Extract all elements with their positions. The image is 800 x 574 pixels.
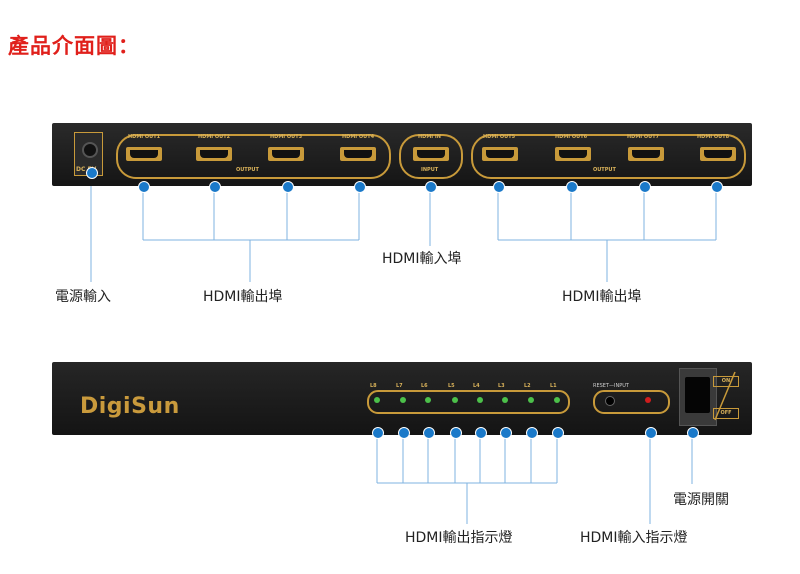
led-l7 (400, 397, 406, 403)
led-label-l7: L7 (396, 383, 403, 389)
callout-dot-l4 (475, 427, 487, 439)
led-strip (367, 390, 570, 414)
port-label-out4: HDMI OUT4 (342, 134, 375, 140)
led-label-l3: L3 (498, 383, 505, 389)
reset-input-group (593, 390, 670, 414)
output-group-left: HDMI OUT1 HDMI OUT2 HDMI OUT3 HDMI OUT4 … (116, 134, 391, 179)
output-label-left: OUTPUT (236, 167, 259, 173)
port-label-in: HDMI IN (418, 134, 441, 140)
callout-hdmi-output-indicator: HDMI輸出指示燈 (405, 530, 513, 546)
power-switch-rocker (685, 377, 710, 413)
port-label-out6: HDMI OUT6 (555, 134, 588, 140)
port-label-out7: HDMI OUT7 (627, 134, 660, 140)
hdmi-port-out8 (700, 147, 736, 161)
hdmi-port-out2 (196, 147, 232, 161)
port-label-out3: HDMI OUT3 (270, 134, 303, 140)
port-label-out5: HDMI OUT5 (483, 134, 516, 140)
input-group: HDMI IN INPUT (399, 134, 463, 179)
output-group-right: HDMI OUT5 HDMI OUT6 HDMI OUT7 HDMI OUT8 … (471, 134, 746, 179)
led-l5 (452, 397, 458, 403)
callout-dot-out3 (282, 181, 294, 193)
power-switch[interactable] (679, 368, 717, 426)
callout-hdmi-output-port-left: HDMI輸出埠 (203, 289, 283, 305)
switch-off-label: OFF (720, 410, 732, 416)
callout-dot-out8 (711, 181, 723, 193)
led-label-l2: L2 (524, 383, 531, 389)
hdmi-port-out5 (482, 147, 518, 161)
callout-dot-out7 (639, 181, 651, 193)
hdmi-port-out3 (268, 147, 304, 161)
led-l8 (374, 397, 380, 403)
callout-dot-l8 (372, 427, 384, 439)
callout-hdmi-input-port: HDMI輸入埠 (382, 251, 462, 267)
callout-dot-in (425, 181, 437, 193)
led-l2 (528, 397, 534, 403)
reset-input-label: RESET—INPUT (593, 383, 629, 389)
input-label: INPUT (421, 167, 439, 173)
hdmi-port-out7 (628, 147, 664, 161)
callout-dot-out5 (493, 181, 505, 193)
switch-slash (714, 371, 736, 421)
port-label-out2: HDMI OUT2 (198, 134, 231, 140)
led-label-l6: L6 (421, 383, 428, 389)
output-label-right: OUTPUT (593, 167, 616, 173)
callout-power-switch: 電源開關 (673, 492, 729, 508)
rear-panel: DC 5V HDMI OUT1 HDMI OUT2 HDMI OUT3 HDMI… (52, 123, 752, 186)
led-label-l5: L5 (448, 383, 455, 389)
callout-power-input: 電源輸入 (55, 289, 111, 305)
power-jack-hole (82, 142, 98, 158)
switch-on-box: ON (713, 376, 739, 387)
led-label-l4: L4 (473, 383, 480, 389)
hdmi-port-in (413, 147, 449, 161)
callout-dot-l7 (398, 427, 410, 439)
led-l6 (425, 397, 431, 403)
hdmi-port-out6 (555, 147, 591, 161)
port-label-out8: HDMI OUT8 (697, 134, 730, 140)
led-l3 (502, 397, 508, 403)
led-l1 (554, 397, 560, 403)
hdmi-port-out4 (340, 147, 376, 161)
led-l4 (477, 397, 483, 403)
hdmi-port-out1 (126, 147, 162, 161)
callout-dot-input-led (645, 427, 657, 439)
callout-dot-l5 (450, 427, 462, 439)
callout-dot-out4 (354, 181, 366, 193)
callout-dot-l2 (526, 427, 538, 439)
callout-hdmi-input-indicator: HDMI輸入指示燈 (580, 530, 688, 546)
callout-dot-power (86, 167, 98, 179)
page-title: 產品介面圖： (8, 34, 140, 58)
front-panel: L8 L7 L6 L5 L4 L3 L2 L1 RESET—INPUT ON O… (52, 362, 752, 435)
callout-hdmi-output-port-right: HDMI輸出埠 (562, 289, 642, 305)
led-label-l1: L1 (550, 383, 557, 389)
callout-dot-l3 (500, 427, 512, 439)
callout-dot-out2 (209, 181, 221, 193)
callout-dot-out6 (566, 181, 578, 193)
callout-dot-l6 (423, 427, 435, 439)
switch-on-label: ON (721, 378, 731, 384)
callout-dot-power-switch (687, 427, 699, 439)
callout-dot-l1 (552, 427, 564, 439)
input-led (645, 397, 651, 403)
brand-logo: DigiSun (80, 394, 180, 419)
callout-dot-out1 (138, 181, 150, 193)
reset-button[interactable] (605, 396, 615, 406)
switch-off-box: OFF (713, 408, 739, 419)
led-label-l8: L8 (370, 383, 377, 389)
port-label-out1: HDMI OUT1 (128, 134, 161, 140)
